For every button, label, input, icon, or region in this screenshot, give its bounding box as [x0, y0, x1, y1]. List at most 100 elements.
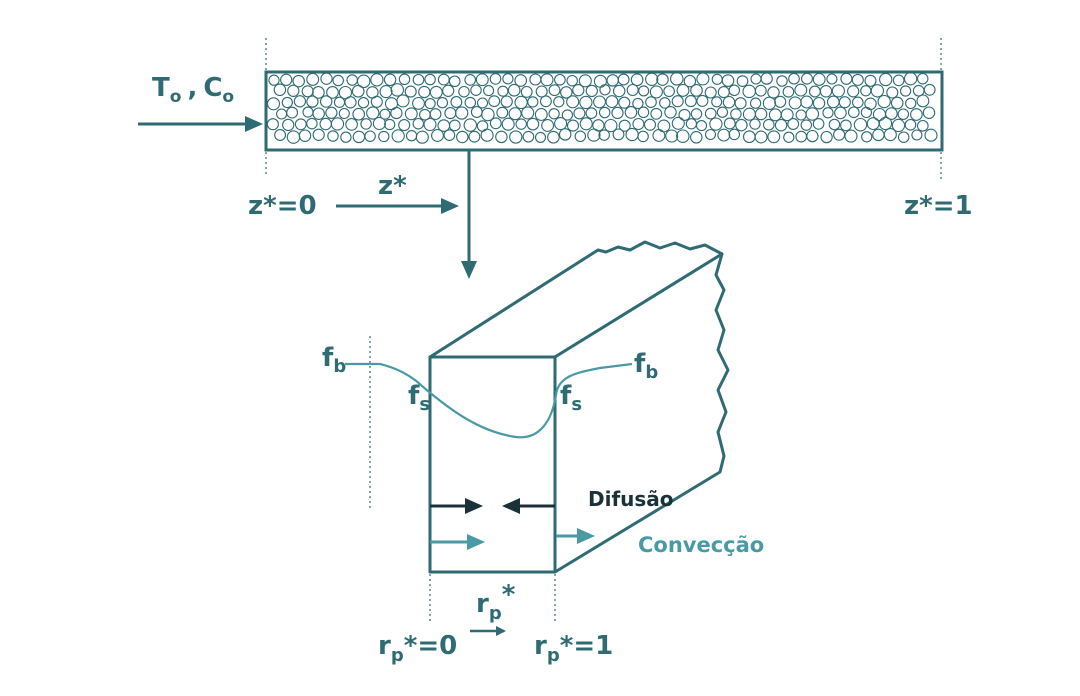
- packing-particle: [398, 119, 411, 132]
- packing-particle: [617, 73, 630, 86]
- packing-particle: [704, 86, 717, 99]
- packing-particle: [500, 95, 513, 108]
- packing-particle: [767, 130, 781, 144]
- packing-particles: [266, 72, 938, 144]
- packing-particle: [690, 108, 703, 120]
- packing-particle: [886, 86, 899, 99]
- particle-slab: [428, 240, 730, 574]
- packing-particle: [488, 95, 501, 108]
- packing-particle: [812, 96, 826, 110]
- packing-particle: [828, 118, 841, 131]
- packing-particle: [579, 117, 593, 131]
- packing-particle: [351, 84, 365, 98]
- packing-particle: [431, 129, 444, 142]
- packing-particle: [730, 108, 742, 120]
- packing-particle: [864, 74, 877, 87]
- packing-particle: [831, 84, 845, 98]
- slab-front-face: [428, 355, 557, 574]
- packing-particle: [496, 106, 509, 119]
- packing-particle: [788, 72, 800, 85]
- packing-particle: [448, 119, 461, 132]
- packing-particle: [678, 108, 691, 121]
- packing-particle: [897, 108, 910, 120]
- packing-particle: [456, 130, 469, 144]
- packing-particle: [806, 129, 819, 143]
- packing-particle: [851, 73, 864, 86]
- packing-particle: [735, 118, 748, 132]
- fs-right-sub: s: [571, 394, 582, 415]
- packing-particle: [903, 72, 918, 86]
- packing-particle: [754, 130, 768, 144]
- packing-particle: [463, 118, 478, 132]
- fb-left-sub: b: [333, 356, 346, 377]
- packing-particle: [847, 85, 860, 98]
- packing-particle: [286, 106, 299, 119]
- packing-particle: [327, 130, 339, 142]
- packing-particle: [709, 117, 723, 131]
- fb-right: f: [634, 349, 646, 379]
- packing-particle: [812, 118, 825, 130]
- packing-particle: [670, 72, 684, 86]
- packing-particle: [860, 106, 873, 119]
- packing-particle: [904, 118, 917, 131]
- packing-particle: [534, 131, 547, 143]
- packing-particle: [480, 128, 494, 142]
- packing-particle: [924, 128, 938, 142]
- inlet-T-sub: o: [170, 87, 182, 107]
- packing-particle: [643, 118, 657, 131]
- packing-particle: [585, 84, 598, 98]
- packing-particle: [540, 73, 554, 87]
- packing-particle: [899, 85, 912, 97]
- packing-particle: [483, 85, 495, 97]
- packing-particle: [819, 85, 833, 98]
- z-end-label: z*=1: [904, 191, 973, 221]
- packing-particle: [489, 117, 502, 130]
- packing-particle: [320, 72, 333, 85]
- packing-particle: [878, 116, 893, 131]
- packing-particle: [383, 73, 397, 87]
- packing-particle: [723, 117, 736, 130]
- packing-particle: [475, 73, 489, 87]
- packing-particle: [330, 117, 345, 131]
- packing-particle: [429, 85, 443, 99]
- packing-particle: [690, 131, 703, 144]
- packing-particle: [805, 107, 820, 121]
- packing-particle: [638, 85, 650, 97]
- packing-particle: [626, 83, 639, 97]
- packing-particle: [404, 107, 418, 121]
- packing-particle: [345, 118, 358, 131]
- packing-particle: [404, 85, 417, 98]
- packing-particle: [287, 84, 300, 97]
- fs-right-label: fs: [560, 381, 582, 415]
- packing-particle: [671, 116, 685, 130]
- packing-particle: [489, 73, 502, 85]
- packing-particle: [578, 74, 592, 88]
- packing-particle: [509, 130, 523, 144]
- packing-particle: [652, 129, 666, 142]
- packing-particle: [800, 119, 813, 131]
- rp-axis-sub: p: [489, 603, 502, 624]
- fs-left-sub: s: [419, 394, 430, 415]
- packing-particle: [870, 84, 885, 98]
- concentration-profile: [345, 362, 633, 439]
- packing-particle: [618, 119, 631, 132]
- packing-particle: [877, 94, 891, 109]
- packing-particle: [574, 130, 587, 143]
- packing-particle: [754, 84, 767, 97]
- packing-particle: [481, 107, 495, 122]
- packing-particle: [507, 83, 521, 97]
- packing-particle: [630, 73, 644, 87]
- packing-particle: [370, 73, 384, 87]
- rp-axis-sup: *: [502, 580, 516, 610]
- packing-particle: [612, 128, 625, 141]
- fb-left: f: [322, 343, 334, 373]
- packing-particle: [696, 72, 710, 86]
- packing-particle: [501, 117, 515, 131]
- inlet-T: T: [152, 73, 170, 103]
- packing-particle: [266, 97, 281, 111]
- packing-particle: [704, 128, 717, 141]
- packing-particle: [800, 95, 814, 109]
- packing-particle: [412, 96, 425, 110]
- fs-right: f: [560, 381, 572, 411]
- packing-particle: [464, 74, 477, 86]
